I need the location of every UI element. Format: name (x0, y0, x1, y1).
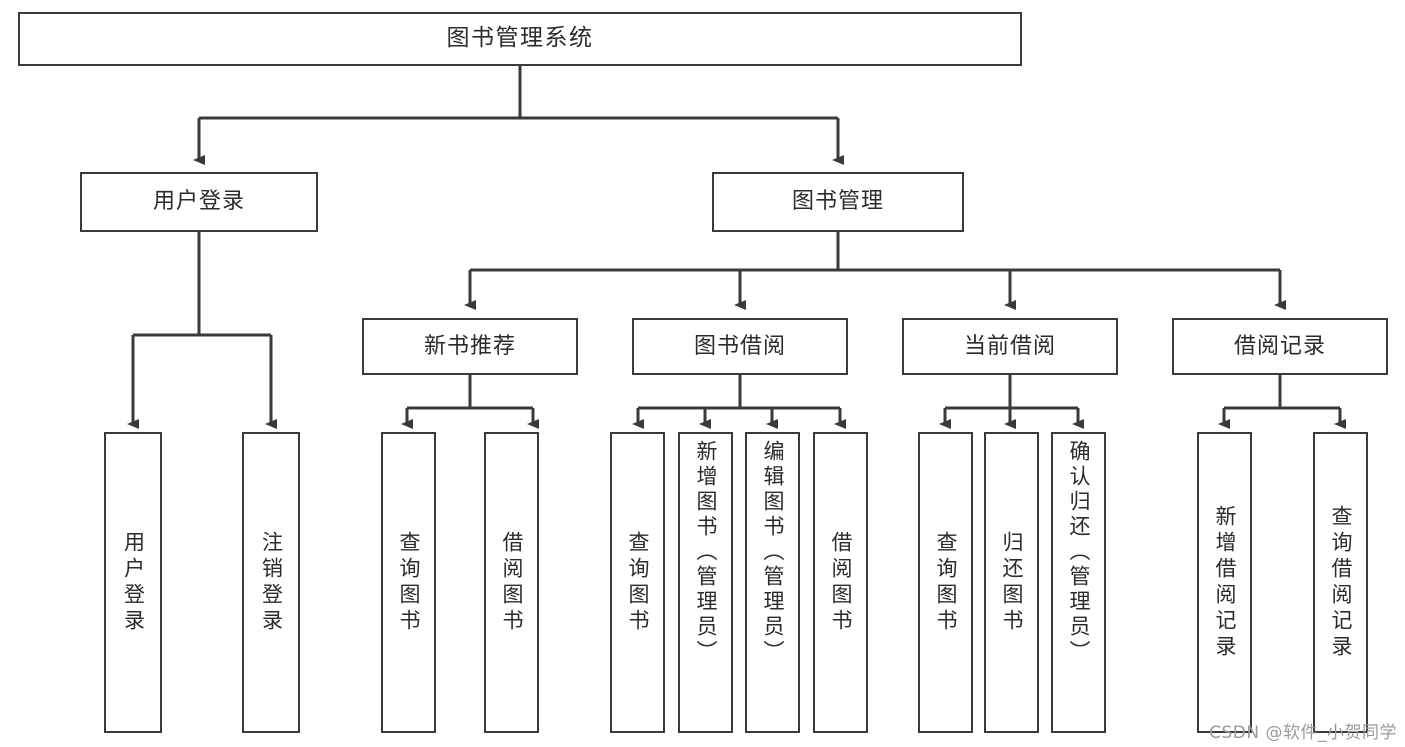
node-label: 用户登录 (152, 189, 245, 215)
node-user-login[interactable]: 用户登录 (80, 172, 318, 232)
node-label: 确认归还（管理员） (1067, 440, 1091, 665)
leaf-query-book-borrow[interactable]: 查询图书 (610, 432, 665, 733)
node-label: 借阅图书 (829, 530, 853, 635)
node-label: 查询图书 (934, 530, 958, 635)
node-label: 图书管理系统 (446, 25, 594, 52)
node-book-management[interactable]: 图书管理 (712, 172, 964, 232)
node-root-book-management-system[interactable]: 图书管理系统 (18, 12, 1022, 66)
node-current-borrow[interactable]: 当前借阅 (902, 318, 1118, 375)
node-label: 新增借阅记录 (1213, 504, 1237, 661)
node-label: 新书推荐 (423, 333, 516, 359)
node-label: 查询图书 (626, 530, 650, 635)
leaf-borrow-book[interactable]: 借阅图书 (813, 432, 868, 733)
leaf-borrow-book-recommend[interactable]: 借阅图书 (484, 432, 539, 733)
leaf-query-book-current[interactable]: 查询图书 (918, 432, 973, 733)
leaf-logout[interactable]: 注销登录 (242, 432, 300, 733)
node-new-book-recommend[interactable]: 新书推荐 (362, 318, 578, 375)
node-label: 查询借阅记录 (1329, 504, 1353, 661)
leaf-user-login[interactable]: 用户登录 (104, 432, 162, 733)
node-label: 注销登录 (259, 530, 284, 635)
node-label: 当前借阅 (963, 333, 1056, 359)
node-label: 编辑图书（管理员） (761, 440, 785, 665)
leaf-confirm-return-admin[interactable]: 确认归还（管理员） (1051, 432, 1106, 733)
node-label: 用户登录 (121, 530, 146, 635)
leaf-add-book-admin[interactable]: 新增图书（管理员） (678, 432, 733, 733)
node-label: 查询图书 (397, 530, 421, 635)
node-label: 借阅图书 (500, 530, 524, 635)
leaf-return-book[interactable]: 归还图书 (984, 432, 1039, 733)
leaf-edit-book-admin[interactable]: 编辑图书（管理员） (745, 432, 800, 733)
node-label: 新增图书（管理员） (694, 440, 718, 665)
node-label: 归还图书 (1000, 530, 1024, 635)
node-label: 借阅记录 (1233, 333, 1326, 359)
node-borrow-record[interactable]: 借阅记录 (1172, 318, 1388, 375)
node-label: 图书借阅 (693, 333, 786, 359)
leaf-add-borrow-record[interactable]: 新增借阅记录 (1197, 432, 1252, 733)
leaf-query-borrow-record[interactable]: 查询借阅记录 (1313, 432, 1368, 733)
leaf-query-book-recommend[interactable]: 查询图书 (381, 432, 436, 733)
node-label: 图书管理 (791, 189, 884, 215)
node-book-borrow[interactable]: 图书借阅 (632, 318, 848, 375)
